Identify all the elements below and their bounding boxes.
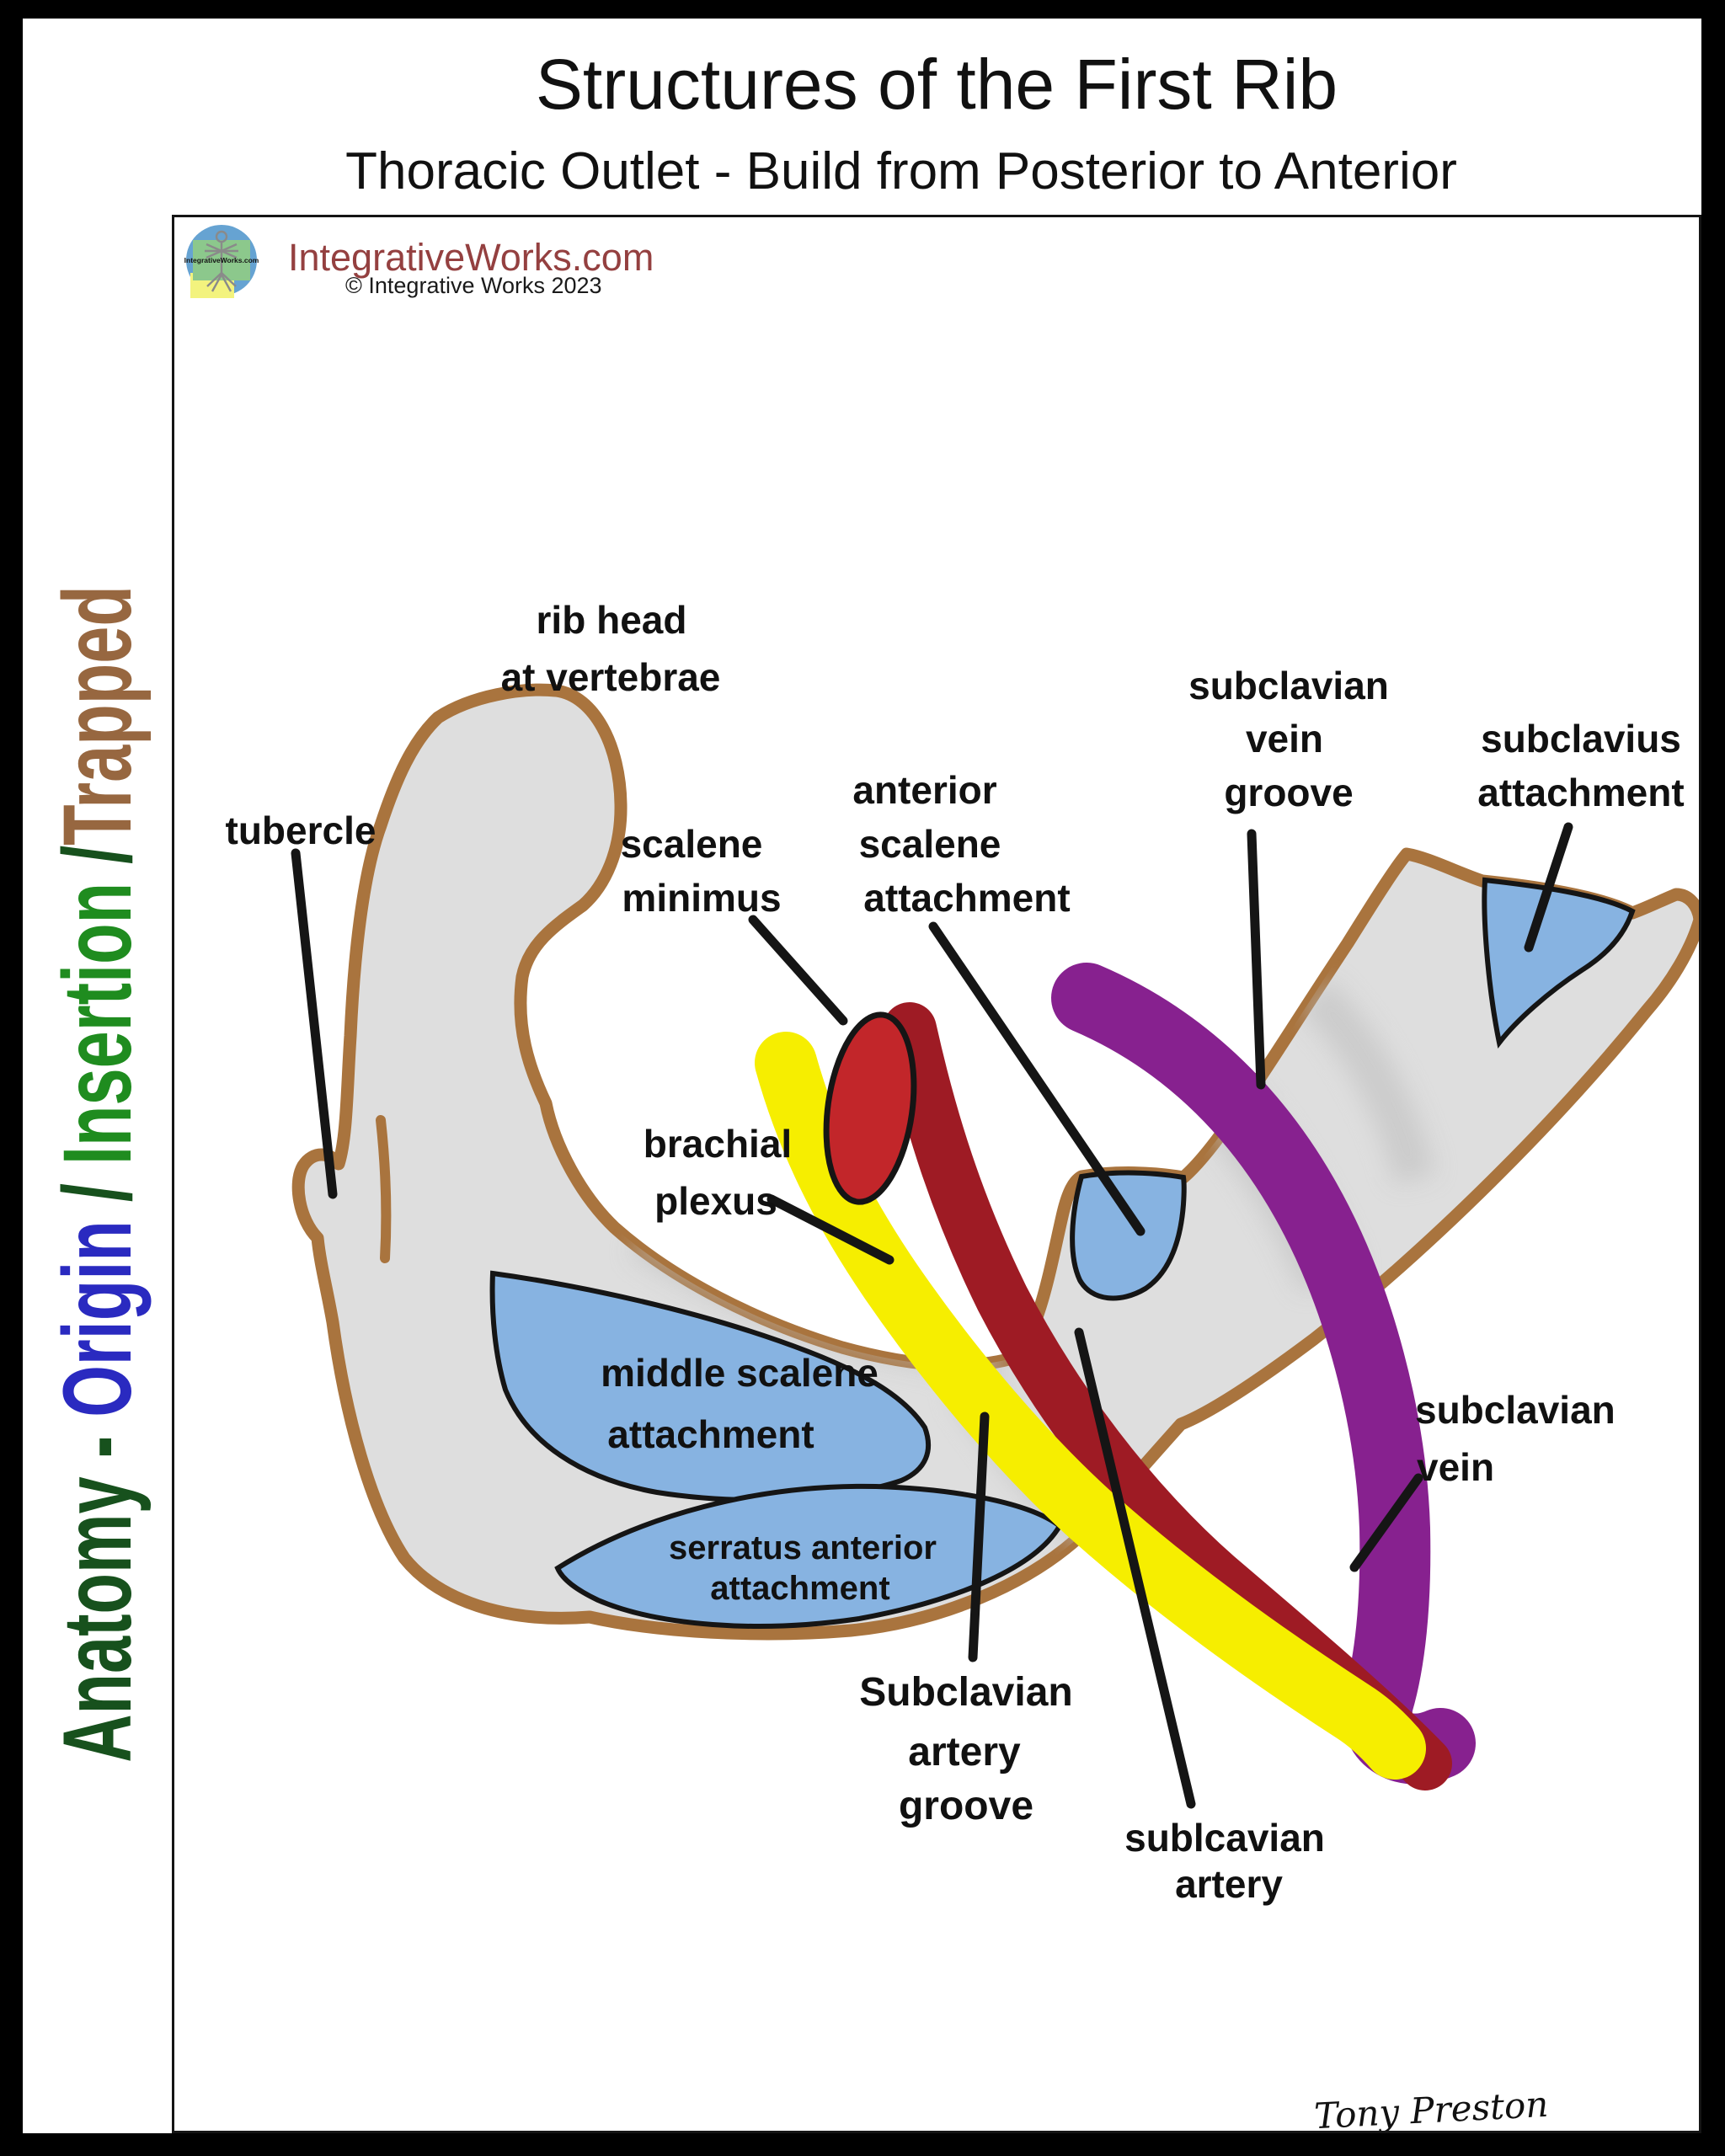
- subclavian-vein-label-line2: vein: [1417, 1445, 1494, 1489]
- logo-vitruvian-man: [205, 230, 238, 292]
- middle-scalene-label-line2: attachment: [607, 1412, 814, 1456]
- brachial-plexus-shape: [755, 1032, 1426, 1780]
- brachial-plexus-label-line2: plexus: [654, 1179, 777, 1223]
- callout-lines: [291, 822, 1573, 1809]
- subclavius-label-line2: attachment: [1477, 771, 1684, 814]
- scalene-minimus-label-line2: minimus: [622, 876, 781, 920]
- scalene-minimus-shape: [823, 1011, 917, 1205]
- sidebar-seg-slash2: /: [43, 845, 152, 883]
- rib-head-label-line2: at vertebrae: [501, 655, 721, 699]
- anterior-scalene-label-line3: attachment: [863, 876, 1070, 920]
- subclavian-artery-groove-label-line3: groove: [899, 1784, 1033, 1828]
- page-title: Structures of the First Rib: [535, 45, 1338, 124]
- subclavian-artery-label-line2: artery: [1175, 1862, 1283, 1906]
- diagram-labels: rib head at vertebrae tubercle scalene m…: [226, 598, 1685, 1906]
- scalene-minimus-callout-line: [748, 915, 848, 1026]
- brand-site-name: IntegrativeWorks.com: [288, 236, 654, 279]
- anatomy-diagram: rib head at vertebrae tubercle scalene m…: [226, 598, 1699, 2131]
- sidebar-seg-slash1: /: [43, 1165, 152, 1221]
- subclavian-vein-groove-label-line2: vein: [1246, 717, 1323, 760]
- tubercle-callout-line: [291, 848, 338, 1199]
- brand-logo: IntegrativeWorks.com: [184, 225, 259, 298]
- serratus-anterior-attachment-shape: [554, 1483, 1063, 1629]
- rib-head-label-line1: rib head: [537, 598, 687, 642]
- middle-scalene-label-line1: middle scalene: [601, 1351, 879, 1395]
- subclavius-label-line1: subclavius: [1481, 717, 1681, 760]
- brachial-plexus-callout-line: [766, 1194, 895, 1265]
- subclavian-vein-callout-line: [1349, 1473, 1423, 1572]
- subclavian-vein-groove-label-line1: subclavian: [1188, 664, 1389, 707]
- shadow-vein-groove: [1299, 979, 1436, 1185]
- brand-copyright: © Integrative Works 2023: [345, 273, 602, 298]
- anterior-scalene-callout-line: [928, 921, 1146, 1236]
- brachial-plexus-label-line1: brachial: [644, 1122, 792, 1166]
- subclavius-attachment-shape: [1482, 877, 1636, 1049]
- subclavian-artery-groove-callout-line: [968, 1412, 990, 1662]
- sidebar-seg-insertion: Insertion: [43, 882, 152, 1166]
- sidebar-vertical-caption: Anatomy - Origin / Insertion /Trapped: [23, 215, 172, 2133]
- scalene-minimus-label-line1: scalene: [621, 822, 763, 866]
- serratus-label-line2: attachment: [710, 1570, 889, 1607]
- subclavius-callout-line: [1524, 822, 1573, 953]
- subclavian-artery-label-line1: sublcavian: [1124, 1816, 1325, 1860]
- tubercle-label: tubercle: [226, 808, 377, 852]
- sidebar-seg-trapped: Trapped: [43, 585, 152, 846]
- anterior-scalene-attachment-shape: [1070, 1170, 1187, 1301]
- tubercle-ridge-line: [376, 1115, 392, 1263]
- page-subtitle: Thoracic Outlet - Build from Posterior t…: [345, 142, 1457, 200]
- subclavian-artery-groove-label-line1: Subclavian: [859, 1670, 1072, 1715]
- subclavian-artery-callout-line: [1074, 1327, 1196, 1809]
- subclavian-vein-groove-callout-line: [1247, 829, 1266, 1090]
- sidebar-seg-anatomy: Anatomy -: [43, 1417, 152, 1763]
- subclavian-artery-groove-label-line2: artery: [908, 1730, 1021, 1774]
- artist-signature: Tony Preston: [1313, 2084, 1549, 2131]
- anterior-scalene-label-line2: scalene: [859, 822, 1001, 866]
- content-frame: rib head at vertebrae tubercle scalene m…: [172, 215, 1701, 2133]
- middle-scalene-attachment-shape: [489, 1270, 932, 1502]
- subclavian-vein-groove-label-line3: groove: [1224, 771, 1353, 814]
- anterior-scalene-label-line1: anterior: [852, 768, 996, 812]
- serratus-label-line1: serratus anterior: [669, 1529, 937, 1566]
- sidebar-seg-origin: Origin: [43, 1220, 152, 1417]
- sidebar-rotated-text: Anatomy - Origin / Insertion /Trapped: [42, 585, 153, 1763]
- logo-text: IntegrativeWorks.com: [184, 256, 259, 264]
- subclavian-vein-label-line1: subclavian: [1415, 1388, 1616, 1432]
